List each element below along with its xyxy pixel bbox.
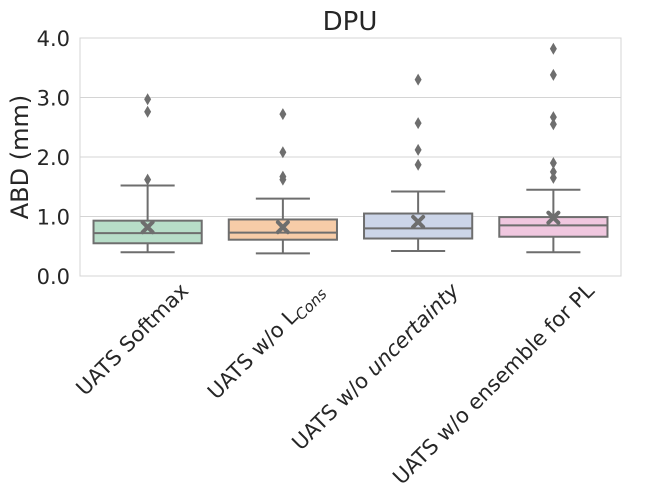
box-group <box>498 42 609 254</box>
x-tick-label-text: UATS Softmax <box>71 279 193 401</box>
y-tick-label: 3.0 <box>37 87 70 111</box>
box <box>92 219 203 245</box>
outlier-point <box>549 68 557 81</box>
plot-frame <box>79 37 622 277</box>
outlier-point <box>549 111 557 124</box>
box <box>363 212 474 240</box>
outlier-point <box>414 73 422 86</box>
y-axis-label: ABD (mm) <box>6 95 34 219</box>
mean-marker <box>140 220 155 235</box>
outlier-point <box>549 42 557 55</box>
y-tick-label: 2.0 <box>37 146 70 170</box>
outlier-point <box>549 118 557 131</box>
mean-marker <box>411 214 426 229</box>
outlier-point <box>144 105 152 118</box>
outlier-point <box>144 93 152 106</box>
outlier-point <box>414 143 422 156</box>
x-tick-label-italic: Cons <box>292 285 331 324</box>
x-tick-label: UATS Softmax <box>71 279 193 401</box>
outlier-point <box>414 117 422 130</box>
y-tick-label: 1.0 <box>37 206 70 230</box>
x-tick-label-text: UATS w/o <box>287 364 378 455</box>
mean-marker <box>275 220 290 235</box>
outlier-point <box>279 170 287 183</box>
outlier-point <box>549 156 557 169</box>
outlier-point <box>549 165 557 178</box>
box-group <box>92 93 203 254</box>
y-tick-labels: 0.0 1.0 2.0 3.0 4.0 <box>37 27 70 289</box>
y-tick-label: 4.0 <box>37 27 70 51</box>
x-tick-label-text: UATS w/o L <box>203 305 302 404</box>
boxes <box>92 42 609 255</box>
box-group <box>363 73 474 253</box>
outlier-point <box>144 173 152 186</box>
chart-title: DPU <box>323 7 378 37</box>
mean-marker <box>546 210 561 225</box>
x-tick-label-italic: uncertainty <box>361 278 464 381</box>
y-tick-label: 0.0 <box>37 265 70 289</box>
outlier-point <box>279 146 287 159</box>
outlier-point <box>414 158 422 171</box>
x-tick-label: UATS w/o LCons <box>203 278 331 406</box>
box-group <box>227 108 338 255</box>
outlier-point <box>279 108 287 121</box>
